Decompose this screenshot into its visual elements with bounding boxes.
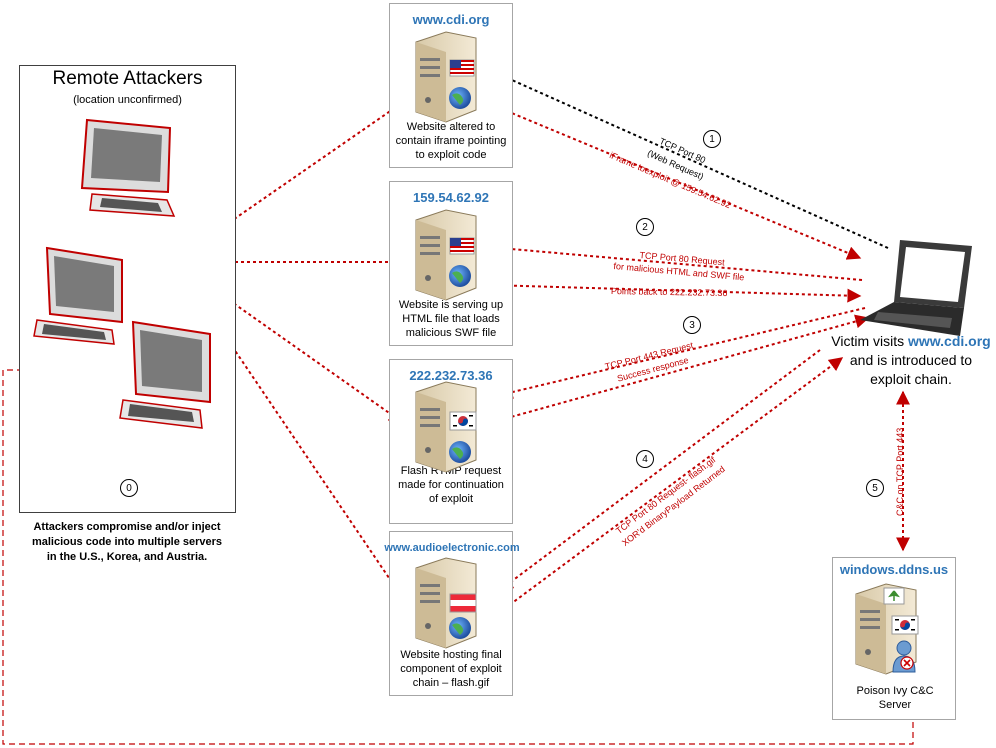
step-1-badge: 1	[703, 130, 721, 148]
step1-red-arrow	[489, 103, 862, 260]
step3-response-arrow	[499, 314, 870, 421]
us-flag-icon	[449, 237, 475, 255]
attackers-description: Attackers compromise and/or inject malic…	[16, 520, 238, 565]
server-box-222: 222.232.73.36 Flash RTMP request made fo…	[389, 359, 513, 524]
cnc-loop-line	[2, 369, 918, 745]
cnc-host: windows.ddns.us	[839, 562, 949, 577]
victim-line-3: exploit chain.	[870, 371, 952, 387]
globe-icon	[449, 441, 471, 463]
globe-icon	[449, 265, 471, 287]
step1-black-arrow	[483, 66, 889, 249]
server-icon	[855, 583, 917, 675]
server-caption-222: Flash RTMP request made for continuation…	[398, 465, 504, 505]
cnc-caption: Poison Ivy C&C Server	[856, 685, 934, 711]
attackers-title: Remote Attackers	[52, 68, 203, 89]
step-4-badge: 4	[636, 450, 654, 468]
step2-request-arrow	[498, 242, 863, 281]
step4-response-arrow	[499, 357, 844, 613]
step-5-badge: 5	[866, 479, 884, 497]
computer-icon	[119, 320, 211, 429]
step2-response-arrow	[489, 284, 862, 303]
attack-arrow-3	[174, 261, 404, 423]
server-box-cdi: www.cdi.org Website altered to contain i…	[389, 3, 513, 168]
server-host-audio: www.audioelectronic.com	[384, 542, 520, 554]
server-icon	[415, 209, 477, 301]
computer-icon	[33, 246, 123, 345]
poison-ivy-leaf-icon	[883, 587, 905, 605]
attackers-desc-line-1: Attackers compromise and/or inject	[33, 521, 221, 533]
attackers-desc-line-2: malicious code into multiple servers	[31, 536, 223, 548]
server-host-cdi: www.cdi.org	[412, 12, 490, 27]
server-caption-159: Website is serving up HTML file that loa…	[398, 299, 504, 339]
computer-icon	[80, 118, 176, 217]
victim-line-2: and is introduced to	[849, 352, 973, 368]
server-icon	[415, 31, 477, 123]
server-host-159: 159.54.62.92	[413, 190, 489, 205]
korea-flag-icon	[891, 615, 919, 635]
step-3-badge: 3	[683, 316, 701, 334]
step-2-badge: 2	[636, 218, 654, 236]
server-caption-audio: Website hosting final component of explo…	[400, 649, 502, 689]
server-host-222: 222.232.73.36	[409, 368, 493, 383]
user-blocked-icon	[892, 640, 916, 673]
globe-icon	[449, 617, 471, 639]
korea-flag-icon	[449, 411, 477, 431]
victim-line-1: Victim visits www.cdi.org	[826, 332, 996, 351]
step2-label-points: Points back to 222.232.73.36	[610, 286, 728, 299]
victim-line-1-prefix: Victim visits	[831, 333, 909, 349]
austria-flag-icon	[449, 593, 477, 613]
laptop-icon	[860, 240, 972, 336]
victim-line-1-host: www.cdi.org	[908, 333, 991, 349]
victim-caption: Victim visits www.cdi.org and is introdu…	[826, 332, 996, 389]
step4-request-arrow	[498, 349, 821, 591]
step-0-badge: 0	[120, 479, 138, 497]
step5-label: C&C on TCP Port 443	[895, 427, 905, 516]
step3-request-arrow	[498, 307, 866, 399]
us-flag-icon	[449, 59, 475, 77]
server-caption-cdi: Website altered to contain iframe pointi…	[395, 121, 507, 161]
globe-icon	[449, 87, 471, 109]
attackers-desc-line-3: in the U.S., Korea, and Austria.	[46, 551, 208, 563]
attackers-subtitle: (location unconfirmed)	[73, 94, 182, 106]
